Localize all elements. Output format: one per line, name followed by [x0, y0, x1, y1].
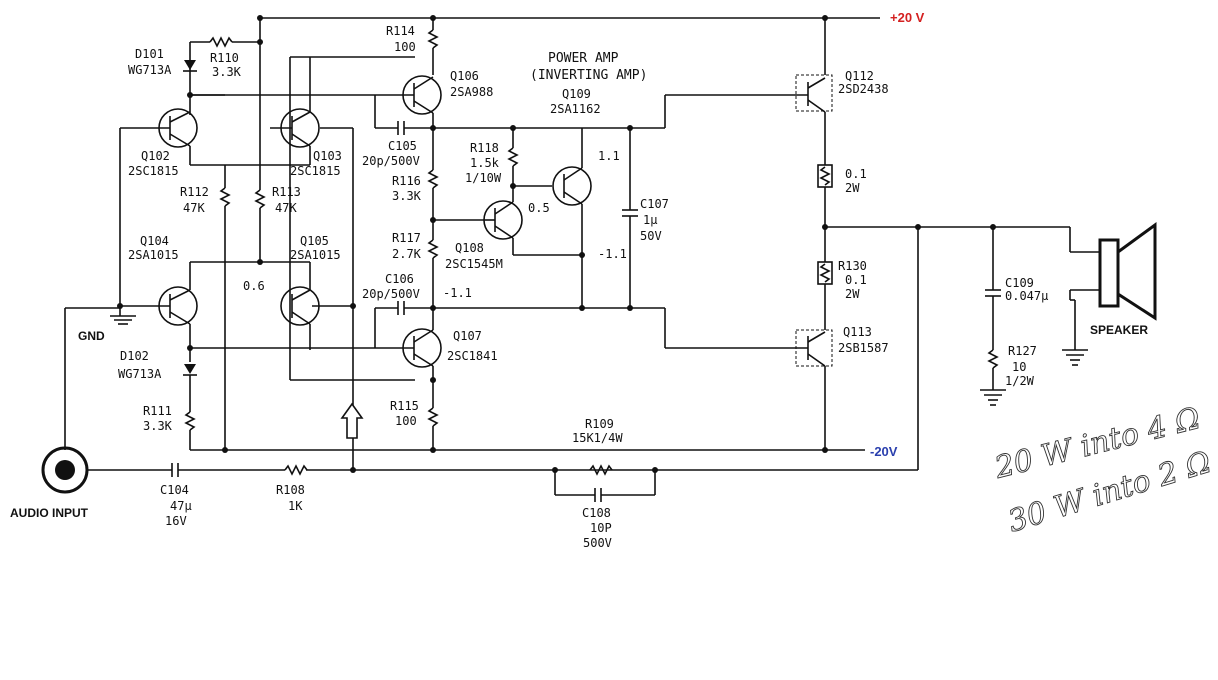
r118-val: 1.5k: [470, 156, 500, 170]
r111-ref: R111: [143, 404, 172, 418]
r115-ref: R115: [390, 399, 419, 413]
q109-ref: Q109: [562, 87, 591, 101]
q113-ref: Q113: [843, 325, 872, 339]
q104-val: 2SA1015: [128, 248, 179, 262]
r108-val: 1K: [288, 499, 303, 513]
q104-ref: Q104: [140, 234, 169, 248]
c108-val: 10P: [590, 521, 612, 535]
d101-ref: D101: [135, 47, 164, 61]
input-jack-icon: [41, 446, 89, 494]
title-line1: POWER AMP: [548, 51, 619, 66]
c107-val: 1µ: [643, 213, 657, 227]
voltage-q109-emitter: 1.1: [598, 149, 620, 163]
q107-ref: Q107: [453, 329, 482, 343]
c104-val2: 16V: [165, 514, 187, 528]
r110-val: 3.3K: [212, 65, 242, 79]
r111-val: 3.3K: [143, 419, 173, 433]
c107-ref: C107: [640, 197, 669, 211]
r112-ref: R112: [180, 185, 209, 199]
c109-val: 0.047µ: [1005, 289, 1048, 303]
q113-val: 2SB1587: [838, 341, 889, 355]
output-stage: [795, 18, 1100, 450]
r127-val2: 1/2W: [1005, 374, 1035, 388]
d101-val: WG713A: [128, 63, 172, 77]
c108-ref: C108: [582, 506, 611, 520]
r114-val: 100: [394, 40, 416, 54]
negative-rail: [190, 447, 865, 453]
r113-val: 47K: [275, 201, 297, 215]
r130-val: 0.1: [845, 273, 867, 287]
r130-ref: R130: [838, 259, 867, 273]
bias-network-left: [110, 18, 415, 470]
signal-arrow-icon: [340, 402, 364, 439]
voltage-q109-collector: -1.1: [598, 247, 627, 261]
c107-val2: 50V: [640, 229, 662, 243]
c104-val: 47µ: [170, 499, 192, 513]
q105-val: 2SA1015: [290, 248, 341, 262]
c105-ref: C105: [388, 139, 417, 153]
q109-val: 2SA1162: [550, 102, 601, 116]
r130-val2: 2W: [845, 287, 860, 301]
r117-ref: R117: [392, 231, 421, 245]
r109-val: 15K1/4W: [572, 431, 623, 445]
voltage-q107-base: -1.1: [443, 286, 472, 300]
q103-ref: Q103: [313, 149, 342, 163]
re112-val: 0.1: [845, 167, 867, 181]
negative-rail-label: -20V: [870, 444, 898, 459]
audio-input-label: AUDIO INPUT: [10, 506, 89, 520]
input-feedback: [64, 227, 919, 502]
r116-val: 3.3K: [392, 189, 422, 203]
speaker-icon: [1098, 222, 1157, 321]
q103-val: 2SC1815: [290, 164, 341, 178]
driver-column: [374, 18, 808, 450]
r108-ref: R108: [276, 483, 305, 497]
r110-ref: R110: [210, 51, 239, 65]
c109-ref: C109: [1005, 276, 1034, 290]
r114-ref: R114: [386, 24, 415, 38]
gnd-label: GND: [78, 329, 105, 343]
r127-val: 10: [1012, 360, 1026, 374]
r115-val: 100: [395, 414, 417, 428]
d102-val: WG713A: [118, 367, 162, 381]
q102-ref: Q102: [141, 149, 170, 163]
q106-val: 2SA988: [450, 85, 493, 99]
q106-ref: Q106: [450, 69, 479, 83]
r127-ref: R127: [1008, 344, 1037, 358]
r116-ref: R116: [392, 174, 421, 188]
r117-val: 2.7K: [392, 247, 422, 261]
r113-ref: R113: [272, 185, 301, 199]
re112-val2: 2W: [845, 181, 860, 195]
q105-ref: Q105: [300, 234, 329, 248]
q108-val: 2SC1545M: [445, 257, 503, 271]
q112-ref: Q112: [845, 69, 874, 83]
q108-ref: Q108: [455, 241, 484, 255]
r118-val2: 1/10W: [465, 171, 502, 185]
speaker-label: SPEAKER: [1090, 323, 1148, 337]
c106-ref: C106: [385, 272, 414, 286]
d102-ref: D102: [120, 349, 149, 363]
c104-ref: C104: [160, 483, 189, 497]
c106-val: 20p/500V: [362, 287, 420, 301]
q107-val: 2SC1841: [447, 349, 498, 363]
q112-val: 2SD2438: [838, 82, 889, 96]
r118-ref: R118: [470, 141, 499, 155]
c105-val: 20p/500V: [362, 154, 420, 168]
voltage-q108-base: 0.5: [528, 201, 550, 215]
c108-val2: 500V: [583, 536, 612, 550]
r109-ref: R109: [585, 417, 614, 431]
voltage-q105-base: 0.6: [243, 279, 265, 293]
r112-val: 47K: [183, 201, 205, 215]
q102-val: 2SC1815: [128, 164, 179, 178]
title-line2: (INVERTING AMP): [530, 68, 647, 83]
positive-rail-label: +20 V: [890, 10, 925, 25]
positive-rail: [257, 15, 880, 21]
